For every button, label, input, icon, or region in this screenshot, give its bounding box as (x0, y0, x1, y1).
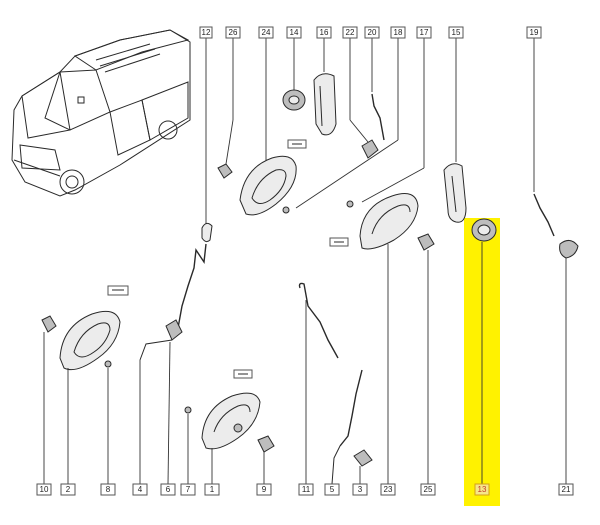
part-12 (177, 222, 213, 329)
callout-8: 8 (106, 485, 111, 494)
callout-6: 6 (166, 485, 171, 494)
part-16 (313, 73, 337, 136)
part-10 (41, 315, 57, 484)
callout-2: 2 (66, 485, 71, 494)
callout-21: 21 (562, 485, 571, 494)
callout-16: 16 (320, 28, 329, 37)
callout-15: 15 (452, 28, 461, 37)
part-2 (59, 285, 129, 484)
callout-23: 23 (384, 485, 393, 494)
callout-1: 1 (210, 485, 215, 494)
part-7 (184, 406, 192, 484)
part-6 (167, 341, 171, 485)
callout-5: 5 (330, 485, 335, 494)
part-11 (298, 282, 339, 484)
part-22 (361, 139, 379, 159)
callout-3: 3 (358, 485, 363, 494)
part-15 (443, 163, 467, 223)
callout-24: 24 (262, 28, 271, 37)
callout-22: 22 (346, 28, 355, 37)
callout-9: 9 (262, 485, 267, 494)
part-3 (353, 449, 373, 484)
callout-13: 13 (478, 485, 487, 494)
van-illustration (11, 29, 191, 197)
part-20 (371, 93, 385, 141)
callout-7: 7 (186, 485, 191, 494)
part-19 (533, 193, 555, 237)
callout-14: 14 (290, 28, 299, 37)
part-24 (239, 139, 307, 216)
part-25 (417, 233, 435, 484)
callout-26: 26 (229, 28, 238, 37)
part-1 (201, 369, 261, 484)
callout-10: 10 (40, 485, 49, 494)
part-26 (217, 163, 233, 179)
callout-18: 18 (394, 28, 403, 37)
callout-19: 19 (530, 28, 539, 37)
part-17 (329, 193, 419, 250)
callout-11: 11 (302, 485, 311, 494)
callout-25: 25 (424, 485, 433, 494)
callout-12: 12 (202, 28, 211, 37)
part-5 (331, 369, 363, 485)
part-21 (559, 240, 579, 484)
callout-20: 20 (368, 28, 377, 37)
part-8 (104, 360, 112, 484)
part-13 (471, 218, 497, 484)
callout-17: 17 (420, 28, 429, 37)
part-9 (257, 435, 275, 484)
part-4 (139, 319, 183, 484)
callout-4: 4 (138, 485, 143, 494)
part-14 (282, 89, 306, 111)
